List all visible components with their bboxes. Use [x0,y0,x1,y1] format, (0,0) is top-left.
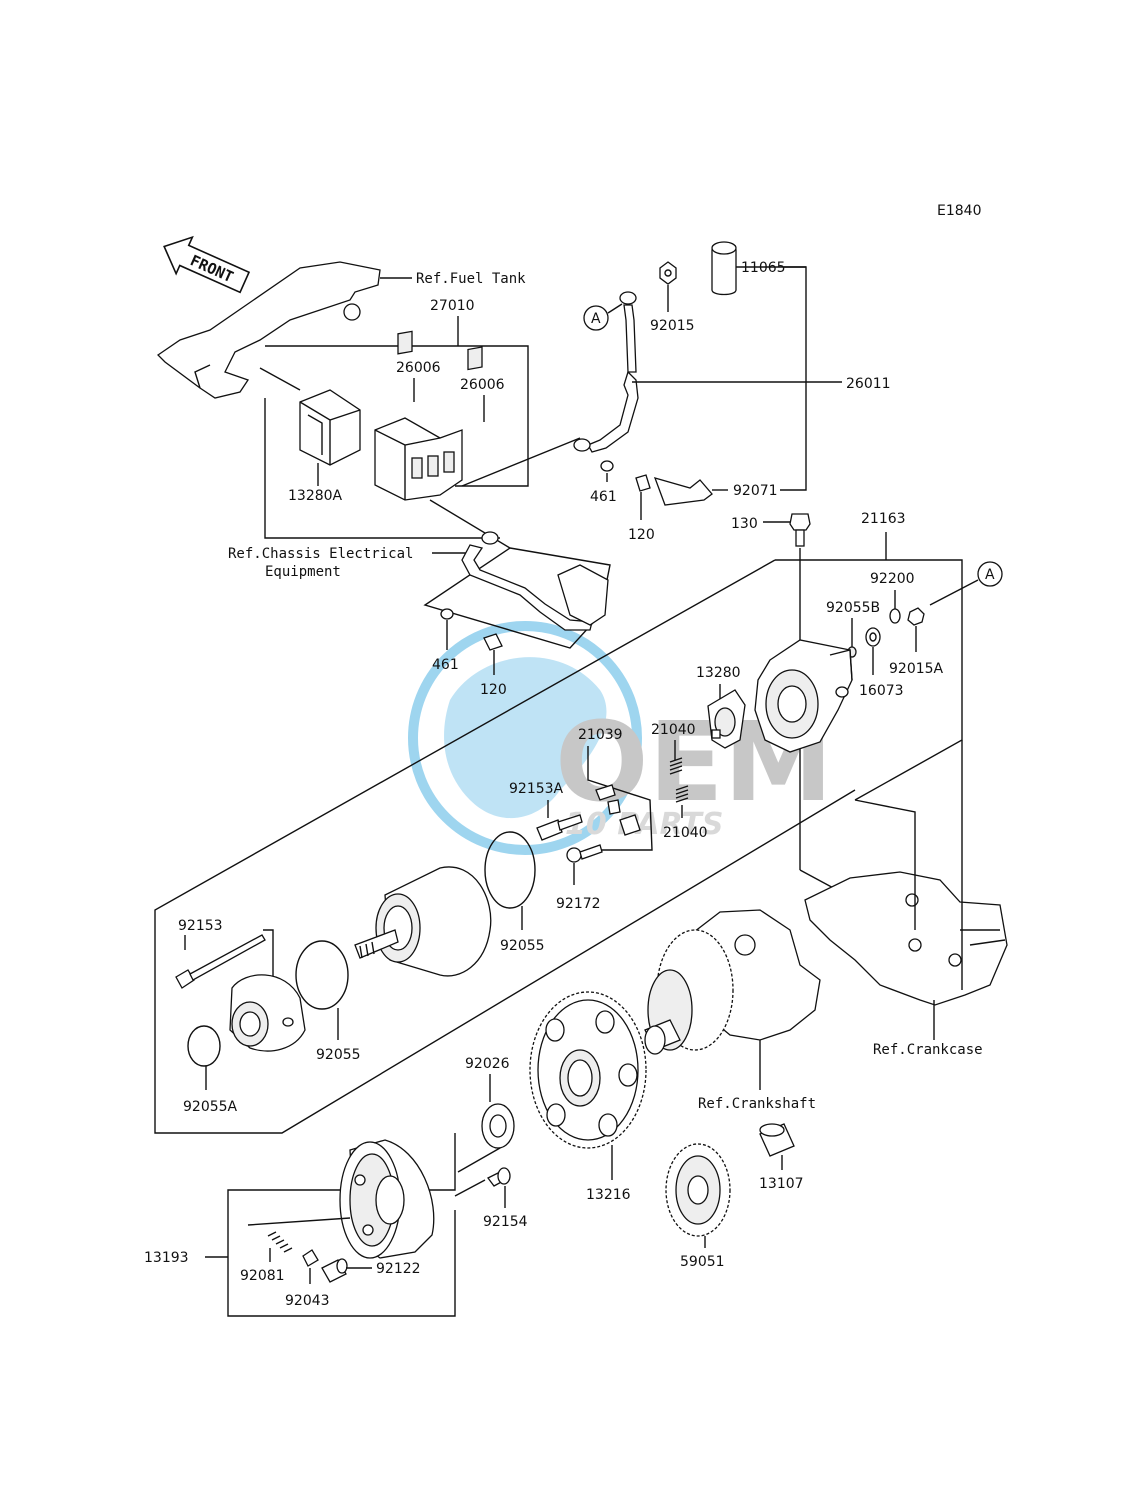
oring-92055-upper [484,831,536,909]
connector-13280A [299,389,361,466]
label-27010: 27010 [430,298,475,314]
starter-end-cover [754,639,853,753]
ref-crankshaft: Ref.Crankshaft [698,1096,816,1112]
label-92153A: 92153A [509,781,564,797]
label-92055-lower: 92055 [316,1047,361,1063]
bolt-92154 [487,1167,511,1187]
washer-92200 [889,608,901,624]
label-13107: 13107 [759,1176,804,1192]
label-21039: 21039 [578,727,623,743]
label-461-lower: 461 [432,657,459,673]
washer-461-lower [440,608,454,620]
label-21040-b: 21040 [663,825,708,841]
label-13216: 13216 [586,1187,631,1203]
bolt-130 [789,513,811,547]
brush-set-21039 [595,784,641,836]
ref-fuel-tank: Ref.Fuel Tank [416,271,526,287]
label-92200: 92200 [870,571,915,587]
label-92055-upper: 92055 [500,938,545,954]
bolt-120-top [635,474,651,492]
label-92055B: 92055B [826,600,880,616]
fuse-26006-b [467,346,483,371]
label-92081: 92081 [240,1268,285,1284]
label-13280A: 13280A [288,488,343,504]
watermark-tagline: 10 PARTS [565,807,723,842]
label-92172: 92172 [556,896,601,912]
spring-21040-b [675,785,689,803]
insulator-16073 [865,627,881,647]
label-92043: 92043 [285,1293,330,1309]
washer-461-top [600,460,614,472]
spring-21040-a [669,757,683,775]
roller-92122 [321,1258,348,1283]
callout-a-right [977,561,1003,587]
nut-92015 [659,261,677,285]
gear-13216 [529,991,647,1149]
fuel-tank-bracket [156,261,412,399]
label-11065: 11065 [741,260,786,276]
cable-26011 [573,291,639,453]
label-92071: 92071 [733,483,778,499]
callout-a-top [583,305,609,331]
ref-chassis-line2: Equipment [265,564,341,580]
starter-clutch-13193 [339,1139,435,1259]
brush-holder-13280 [707,689,746,749]
starter-front-cover [229,974,306,1052]
label-26006-a: 26006 [396,360,441,376]
label-26011: 26011 [846,376,891,392]
label-13193: 13193 [144,1250,189,1266]
oring-92055-lower [295,940,349,1010]
front-arrow-icon: FRONT [163,235,251,294]
cap-11065 [711,241,737,296]
nut-92015A [907,607,925,626]
starter-relay [374,417,463,501]
ref-crankcase: Ref.Crankcase [873,1042,983,1058]
callout-a-top-label: A [591,311,601,327]
label-92122: 92122 [376,1261,421,1277]
cap-92071 [653,477,713,506]
starter-motor-yoke [354,866,492,977]
diagram-code: E1840 [937,203,981,219]
crankshaft [644,909,821,1055]
label-13280: 13280 [696,665,741,681]
screw-92172 [566,844,603,863]
label-21163: 21163 [861,511,906,527]
ref-chassis-line1: Ref.Chassis Electrical [228,546,413,562]
label-16073: 16073 [859,683,904,699]
label-120-lower: 120 [480,682,507,698]
ground-cable [461,531,609,631]
label-59051: 59051 [680,1254,725,1270]
label-92153: 92153 [178,918,223,934]
label-92026: 92026 [465,1056,510,1072]
label-120-top: 120 [628,527,655,543]
bolt-92153 [175,934,266,989]
fuse-26006-a [397,330,413,355]
label-92055A: 92055A [183,1099,238,1115]
oring-92055A [187,1025,221,1067]
label-21040-a: 21040 [651,722,696,738]
label-92015A: 92015A [889,661,944,677]
bolt-92153A [536,814,583,841]
label-26006-b: 26006 [460,377,505,393]
plunger-92043 [302,1249,319,1267]
spring-92081 [267,1231,293,1253]
label-92015: 92015 [650,318,695,334]
label-130: 130 [731,516,758,532]
label-461-top: 461 [590,489,617,505]
bolt-120-lower [483,633,503,651]
label-92154: 92154 [483,1214,528,1230]
callout-a-right-label: A [985,567,995,583]
sleeve-13107 [759,1123,795,1157]
gear-59051 [665,1143,731,1237]
crankcase-section [804,871,1008,1006]
